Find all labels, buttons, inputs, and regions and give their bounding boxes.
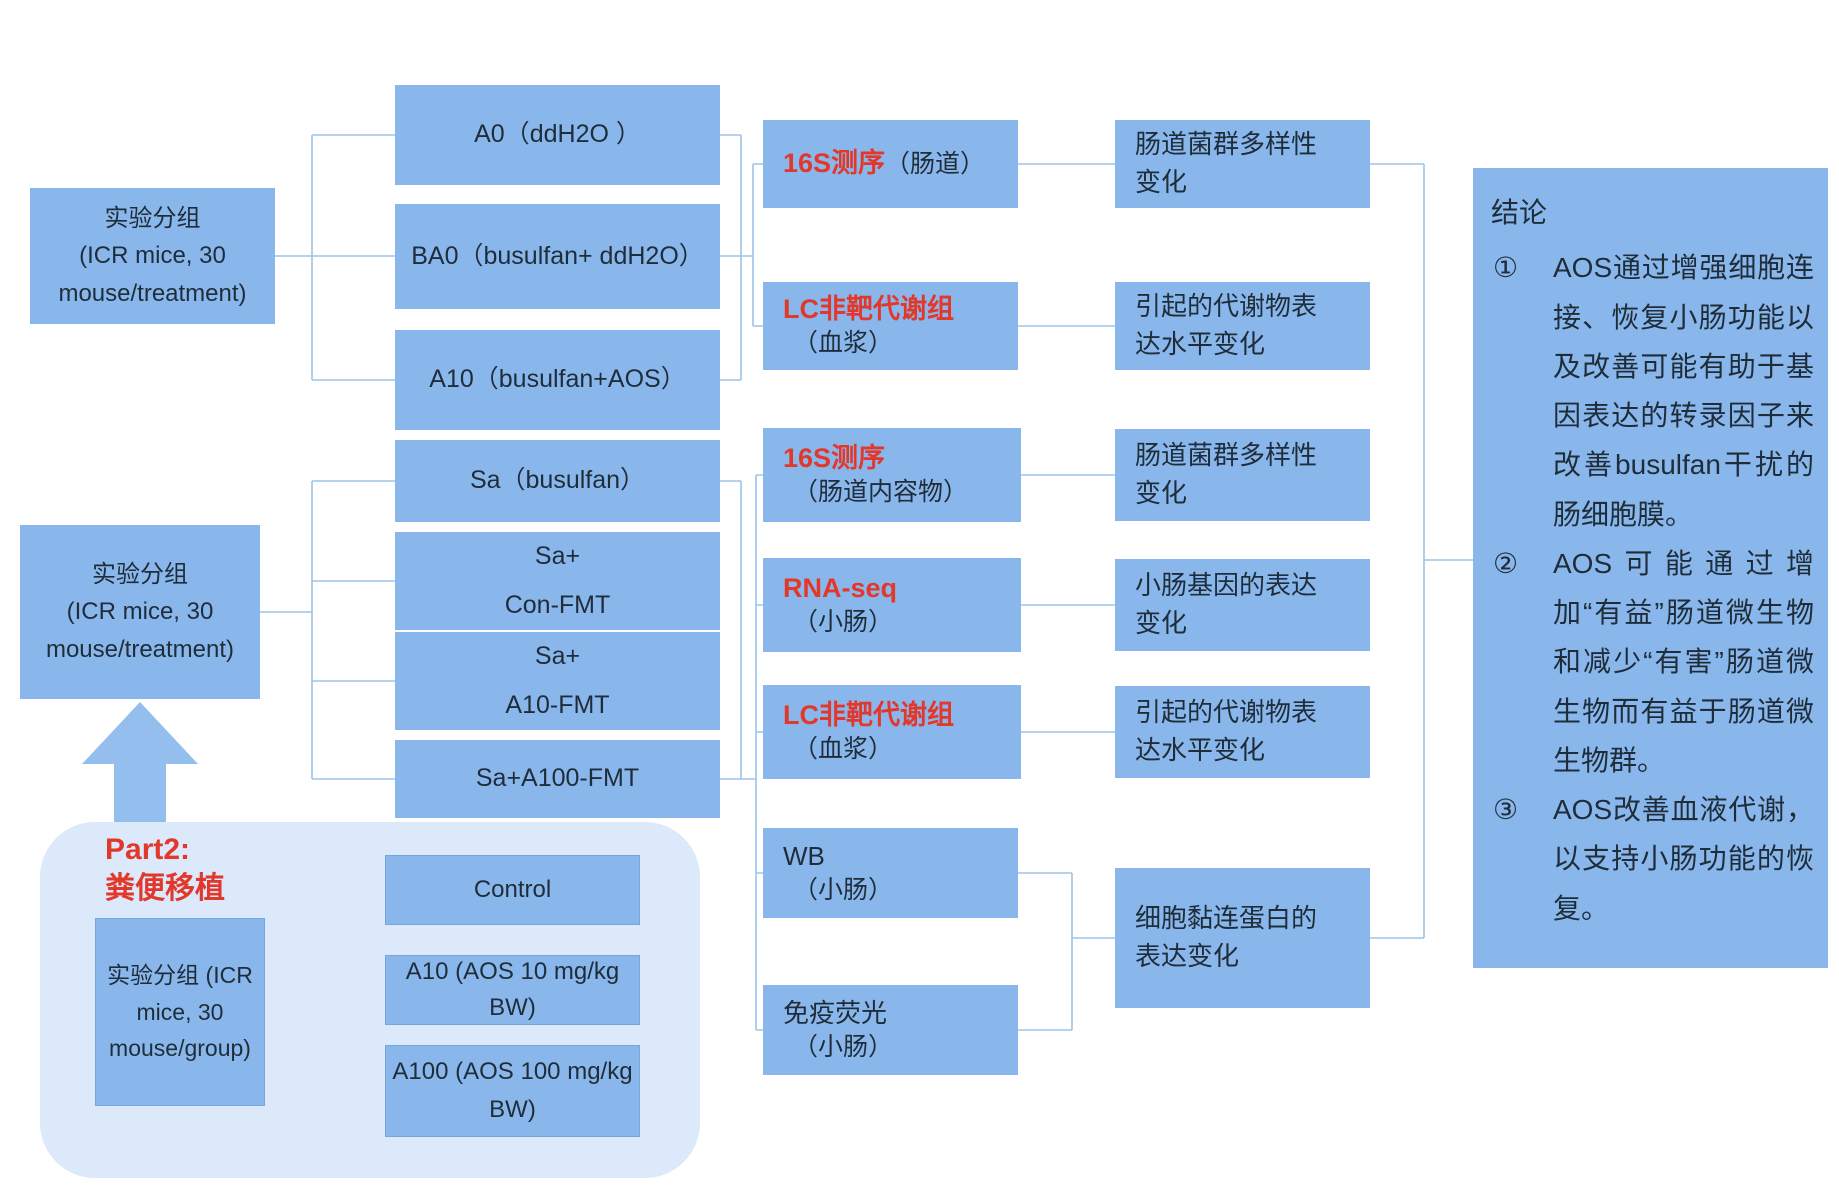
assay-rna-seq-method: RNA-seq [783,572,898,603]
conclusion-item-2: ② AOS可能通过增加“有益”肠道微生物和减少“有害”肠道微生物而有益于肠道微生… [1491,539,1814,785]
group1-bracket-lines [275,134,1115,381]
assay-16s-gut-method: 16S测序 [783,147,886,178]
conclusion-item-1-text: AOS通过增强细胞连接、恢复小肠功能以及改善可能有助于基因表达的转录因子来改善b… [1553,252,1814,530]
assay-lc-plasma2-sample: （血浆） [793,735,894,764]
conclusion-item-1-number: ① [1493,252,1519,284]
assay-16s-content-sample: （肠道内容物） [793,478,969,507]
conclusion-item-2-number: ② [1493,547,1519,579]
fmt-up-arrow [82,702,198,824]
treatment-ba0-box: BA0（busulfan+ ddH2O） [395,204,720,309]
assay-rna-seq-sample: （小肠） [793,608,894,637]
assay-immuno-sample: （小肠） [793,1032,894,1061]
treatment-sa-a100-fmt-box: Sa+A100-FMT [395,740,720,818]
assay-16s-content-method: 16S测序 [783,442,886,473]
assay-16s-content-box: 16S测序 （肠道内容物） [763,428,1021,522]
treatment-sa-con-fmt-box: Sa+ Con-FMT [395,532,720,630]
conclusion-item-3-number: ③ [1493,794,1519,826]
conclusion-collector-lines [1370,163,1473,939]
assay-wb-method: WB [783,840,825,871]
group2-box: 实验分组 (ICR mice, 30 mouse/treatment) [20,525,260,699]
group1-box: 实验分组 (ICR mice, 30 mouse/treatment) [30,188,275,324]
assay-16s-gut-box: 16S测序（肠道） [763,120,1018,208]
assay-16s-gut-sample: （肠道） [885,149,986,178]
assay-lc-plasma1-sample: （血浆） [793,329,894,358]
conclusion-box: 结论 ① AOS通过增强细胞连接、恢复小肠功能以及改善可能有助于基因表达的转录因… [1473,168,1828,968]
group2-bracket-lines [260,474,1115,1031]
conclusion-item-2-text: AOS可能通过增加“有益”肠道微生物和减少“有害”肠道微生物而有益于肠道微生物群… [1553,547,1814,776]
assay-lc-plasma2-method: LC非靶代谢组 [783,699,954,730]
conclusion-title: 结论 [1491,197,1548,228]
assay-wb-box: WB （小肠） [763,828,1018,918]
treatment-a10-box: A10（busulfan+AOS） [395,330,720,430]
outcome-gene-box: 小肠基因的表达 变化 [1115,559,1370,651]
part2-treatment-a10-box: A10 (AOS 10 mg/kg BW) [385,955,640,1025]
part2-treatment-control-box: Control [385,855,640,925]
outcome-adhesion-box: 细胞黏连蛋白的 表达变化 [1115,868,1370,1008]
part2-title: Part2: 粪便移植 [105,833,225,905]
assay-immuno-box: 免疫荧光 （小肠） [763,985,1018,1075]
part2-treatment-a100-box: A100 (AOS 100 mg/kg BW) [385,1045,640,1137]
assay-wb-sample: （小肠） [793,875,894,904]
part2-group-box: 实验分组 (ICR mice, 30 mouse/group) [95,918,265,1106]
treatment-a0-box: A0（ddH2O ） [395,85,720,185]
assay-immuno-method: 免疫荧光 [783,997,888,1028]
outcome-metabolite1-box: 引起的代谢物表 达水平变化 [1115,282,1370,370]
outcome-microbiota1-box: 肠道菌群多样性 变化 [1115,120,1370,208]
assay-rna-seq-box: RNA-seq （小肠） [763,558,1021,652]
outcome-metabolite2-box: 引起的代谢物表 达水平变化 [1115,686,1370,778]
assay-lc-plasma1-box: LC非靶代谢组 （血浆） [763,282,1018,370]
conclusion-item-3-text: AOS改善血液代谢，以支持小肠功能的恢复。 [1553,794,1814,924]
treatment-sa-box: Sa（busulfan） [395,440,720,522]
assay-lc-plasma1-method: LC非靶代谢组 [783,293,954,324]
conclusion-item-1: ① AOS通过增强细胞连接、恢复小肠功能以及改善可能有助于基因表达的转录因子来改… [1491,243,1814,539]
conclusion-item-3: ③ AOS改善血液代谢，以支持小肠功能的恢复。 [1491,785,1814,933]
treatment-sa-a10-fmt-box: Sa+ A10-FMT [395,632,720,730]
assay-lc-plasma2-box: LC非靶代谢组 （血浆） [763,685,1021,779]
outcome-microbiota2-box: 肠道菌群多样性 变化 [1115,429,1370,521]
